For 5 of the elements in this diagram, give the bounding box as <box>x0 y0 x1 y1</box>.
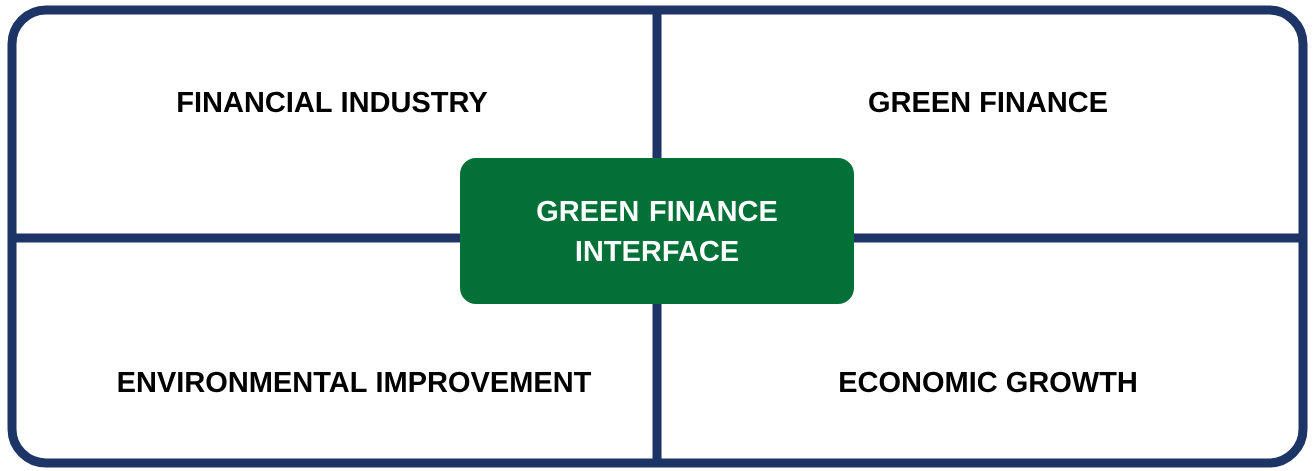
center-box: GREEN FINANCE INTERFACE <box>460 158 854 304</box>
quadrant-label: ECONOMIC GROWTH <box>840 371 1136 393</box>
quadrant-label: GREEN FINANCE <box>869 91 1107 113</box>
quadrant-label: ENVIRONMENTAL IMPROVEMENT <box>118 371 592 393</box>
quadrant-label: FINANCIAL INDUSTRY <box>178 91 488 113</box>
